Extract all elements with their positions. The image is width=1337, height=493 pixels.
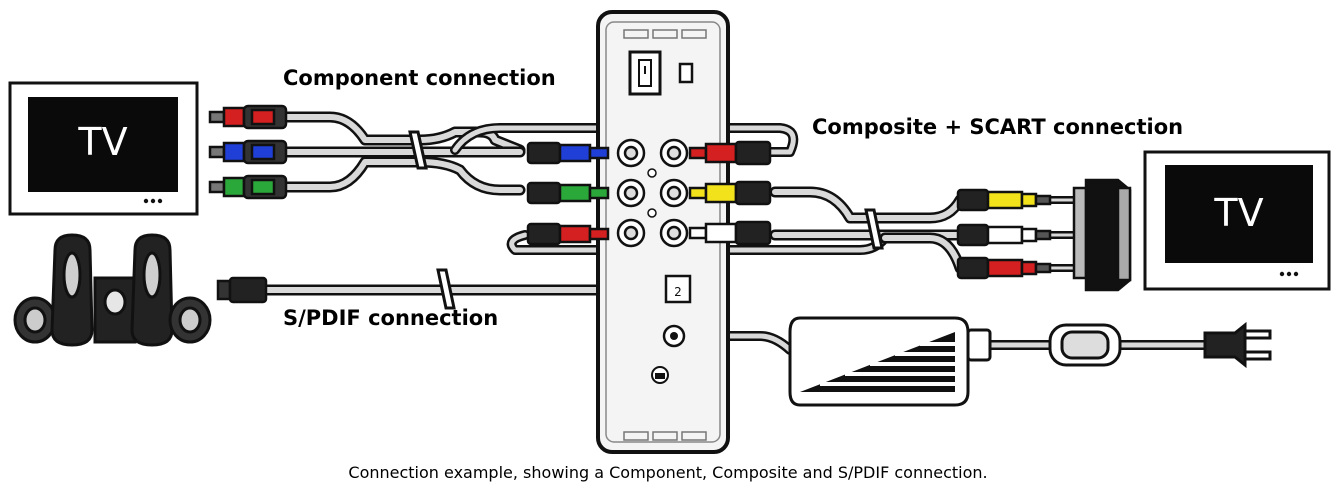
composite-scart-connection-label: Composite + SCART connection [812, 115, 1183, 139]
spdif-port [664, 274, 692, 304]
scart-connector-icon [1072, 178, 1132, 292]
cable-break-marks [408, 130, 884, 310]
diagram-caption: Connection example, showing a Component,… [348, 463, 987, 482]
tv-left-label: TV [77, 120, 127, 164]
component-connection-label: Component connection [283, 66, 556, 90]
usb-port-icon [678, 62, 694, 84]
ferrite-core-icon [1048, 323, 1122, 367]
power-adapter-icon [788, 316, 992, 407]
tv-right-label: TV [1213, 191, 1263, 235]
component-plugs-left [208, 104, 288, 200]
composite-plugs-player [688, 140, 772, 246]
speaker-set-icon [13, 233, 212, 347]
av-jacks [616, 138, 689, 248]
tv-left: TV [8, 81, 199, 216]
power-plug-icon [1203, 321, 1272, 369]
component-plugs-player [526, 141, 610, 246]
cables [259, 111, 1210, 355]
composite-plugs-scart [956, 188, 1052, 280]
spdif-port-label: 2 [674, 285, 682, 299]
tv-right: TV [1143, 150, 1331, 291]
spdif-connection-label: S/PDIF connection [283, 306, 498, 330]
